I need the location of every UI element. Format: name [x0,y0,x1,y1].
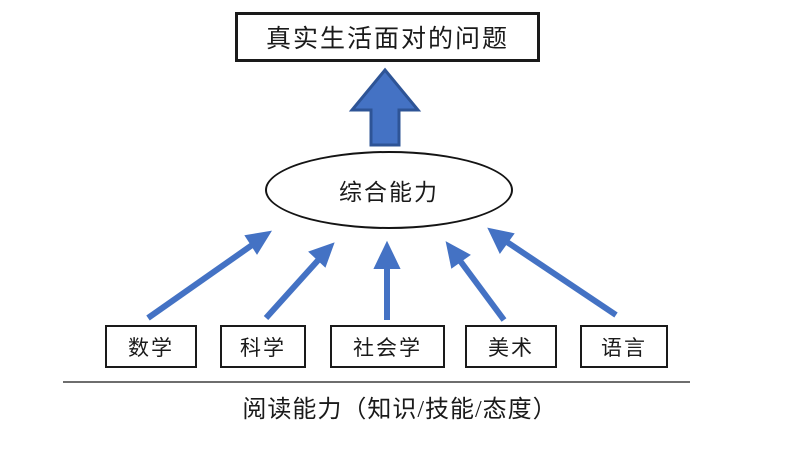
problem-box: 真实生活面对的问题 [235,12,540,62]
baseline-divider [63,381,690,383]
arrow-social-to-center-icon [373,240,401,320]
subject-box-art: 美术 [465,325,557,368]
comprehensive-ability-label: 综合能力 [339,180,439,205]
caption: 阅读能力（知识/技能/态度） [0,389,800,424]
subject-box-language: 语言 [580,325,668,368]
subject-label: 美术 [488,335,534,360]
caption-label: 阅读能力（知识/技能/态度） [242,397,558,423]
problem-box-label: 真实生活面对的问题 [265,26,509,53]
subject-label: 社会学 [353,335,422,360]
comprehensive-ability-node: 综合能力 [265,151,513,229]
arrow-language-to-center-icon [487,227,618,318]
subject-label: 科学 [240,335,286,360]
subject-box-sociology: 社会学 [330,325,445,368]
subject-box-science: 科学 [220,325,306,368]
subject-label: 数学 [128,335,174,360]
subject-label: 语言 [601,335,647,360]
arrow-science-to-center-icon [263,242,335,321]
big-up-arrow-icon [348,67,422,147]
subject-box-math: 数学 [105,325,197,368]
arrow-math-to-center-icon [146,230,273,321]
arrow-art-to-center-icon [445,241,507,322]
